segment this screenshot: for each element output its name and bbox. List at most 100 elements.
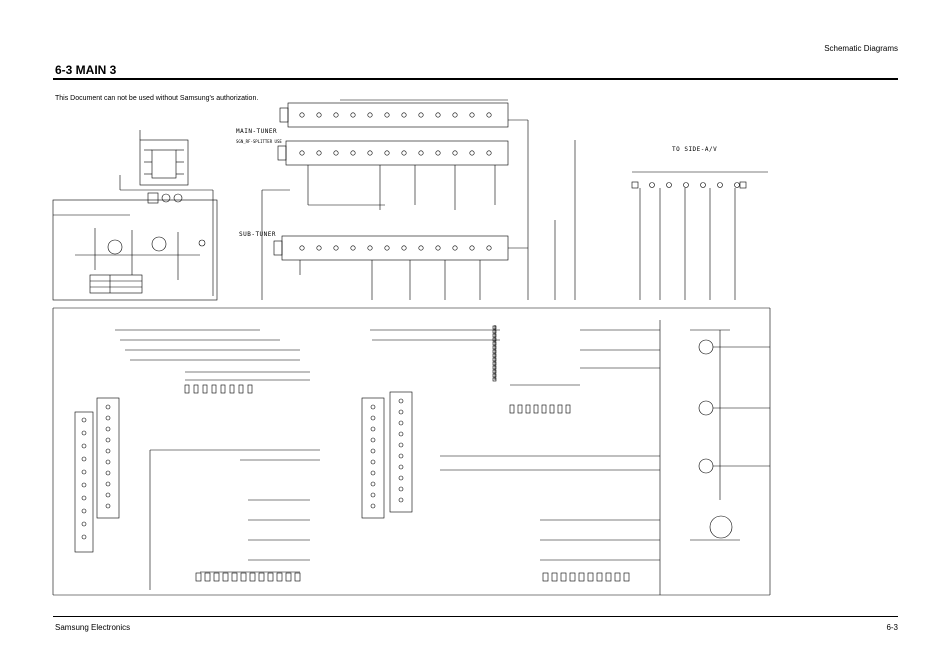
scart-pin <box>105 448 111 454</box>
main-tuner-block <box>261 99 529 300</box>
scart-pin <box>370 492 376 498</box>
tuner-pin <box>452 150 458 156</box>
sub-tuner-block <box>273 140 576 300</box>
scart-pin <box>105 437 111 443</box>
capacitor <box>525 404 531 414</box>
tuner-pin <box>418 150 424 156</box>
capacitor <box>623 572 630 582</box>
tuner-pin <box>401 245 407 251</box>
lower-frame <box>52 307 771 596</box>
page-title: 6-3 MAIN 3 <box>55 63 117 77</box>
scart-pin <box>370 426 376 432</box>
tuner-pin <box>452 245 458 251</box>
tuner-pin <box>299 112 305 118</box>
capacitor <box>184 384 190 394</box>
capacitor <box>276 572 283 582</box>
capacitor <box>614 572 621 582</box>
capacitor <box>211 384 217 394</box>
scart-pin <box>81 456 87 462</box>
scart-pin <box>81 443 87 449</box>
connector-pin <box>492 345 497 350</box>
tuner-pin <box>469 150 475 156</box>
capacitor <box>229 384 235 394</box>
capacitor <box>596 572 603 582</box>
connector-pin <box>492 369 497 374</box>
connector-pin <box>492 325 497 330</box>
title-divider <box>53 78 898 80</box>
authorization-notice: This Document can not be used without Sa… <box>55 95 259 102</box>
splitter-label: SGN_RF-SPLITTER USE <box>236 139 282 144</box>
scart-pin <box>370 459 376 465</box>
scart-pin <box>105 459 111 465</box>
footer-divider <box>53 616 898 617</box>
scart-pin <box>105 481 111 487</box>
scart-pin <box>398 486 404 492</box>
capacitor <box>294 572 301 582</box>
capacitor <box>549 404 555 414</box>
scart-pin <box>81 508 87 514</box>
tuner-pin <box>486 112 492 118</box>
tuner-pin <box>350 112 356 118</box>
capacitor <box>240 572 247 582</box>
tuner-pin <box>469 112 475 118</box>
capacitor <box>202 384 208 394</box>
scart-pin <box>370 481 376 487</box>
capacitor <box>565 404 571 414</box>
scart-pin <box>398 431 404 437</box>
capacitor <box>204 572 211 582</box>
tuner-pin <box>299 150 305 156</box>
scart-pin <box>370 404 376 410</box>
capacitor <box>249 572 256 582</box>
capacitor <box>509 404 515 414</box>
capacitor <box>238 384 244 394</box>
tuner-pin <box>367 112 373 118</box>
scart-pin <box>398 453 404 459</box>
scart-pin <box>105 470 111 476</box>
scart-pin <box>81 417 87 423</box>
av-jack-pin <box>734 182 740 188</box>
side-av-connector <box>631 171 768 300</box>
capacitor <box>258 572 265 582</box>
tuner-pin <box>316 150 322 156</box>
footer-company: Samsung Electronics <box>55 623 131 632</box>
tuner-pin <box>384 150 390 156</box>
capacitor <box>569 572 576 582</box>
output-transistors <box>690 329 770 541</box>
sub-tuner-label: SUB-TUNER <box>239 231 276 238</box>
tuner-pin <box>486 150 492 156</box>
tuner-pin <box>469 245 475 251</box>
side-av-label: TO SIDE-A/V <box>672 146 717 153</box>
tuner-pin <box>316 112 322 118</box>
tuner-pin <box>299 245 305 251</box>
capacitor <box>267 572 274 582</box>
capacitor <box>587 572 594 582</box>
tuner-pin <box>350 245 356 251</box>
regulator-block <box>119 130 214 296</box>
tuner-pin <box>316 245 322 251</box>
capacitor <box>541 404 547 414</box>
capacitor <box>542 572 549 582</box>
schematic-text-labels: MAIN-TUNER SGN_RF-SPLITTER USE SUB-TUNER… <box>236 128 717 238</box>
scart-pin <box>105 426 111 432</box>
tuner-pin <box>452 112 458 118</box>
tuner-pin <box>435 150 441 156</box>
tuner-pin <box>367 245 373 251</box>
tuner-pin <box>333 150 339 156</box>
scart-pin <box>81 430 87 436</box>
scart-pin <box>370 437 376 443</box>
capacitor <box>213 572 220 582</box>
tuner-pin <box>367 150 373 156</box>
scart-pin <box>398 398 404 404</box>
connector-pin <box>492 333 497 338</box>
connector-pin <box>492 373 497 378</box>
tuner-pin <box>435 245 441 251</box>
connector-pin <box>492 329 497 334</box>
connector-pin <box>492 377 497 382</box>
scart-pin <box>81 469 87 475</box>
main-tuner-label: MAIN-TUNER <box>236 128 277 135</box>
capacitor <box>551 572 558 582</box>
capacitor <box>222 572 229 582</box>
tuner-pin <box>401 150 407 156</box>
av-jack-pin <box>683 182 689 188</box>
capacitor <box>220 384 226 394</box>
